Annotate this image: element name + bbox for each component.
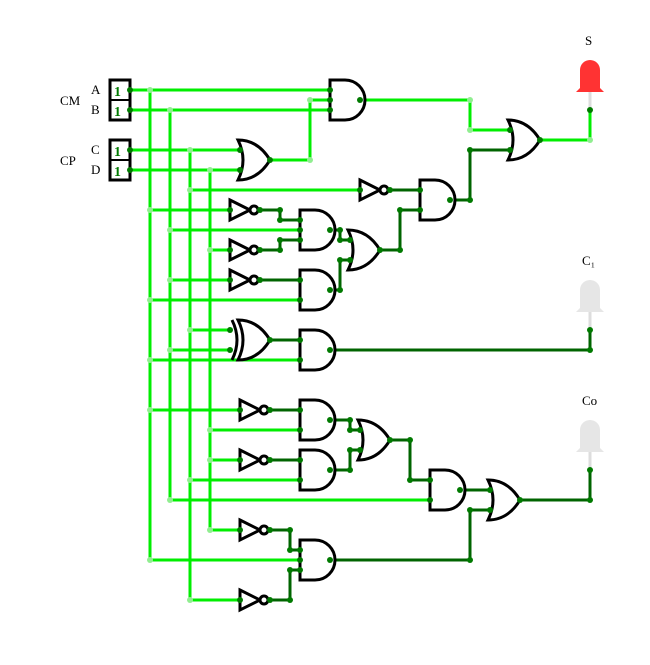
gates: [228, 78, 542, 613]
or-gate[interactable]: [355, 418, 392, 462]
or-gate[interactable]: [505, 118, 542, 162]
output-label-c1: C₁: [582, 253, 595, 268]
output-label-co: Co: [582, 393, 597, 408]
or-gate[interactable]: [235, 138, 272, 182]
and-gate[interactable]: [428, 468, 467, 512]
not-gate[interactable]: [238, 517, 270, 543]
and-gate[interactable]: [298, 398, 337, 442]
not-gate[interactable]: [238, 397, 270, 423]
wire-joints: [147, 87, 593, 603]
and-gate[interactable]: [298, 268, 337, 312]
not-gate[interactable]: [238, 447, 270, 473]
input-label-c: C: [91, 142, 100, 157]
input-switch-group-cm: CM A B 1 1: [60, 78, 132, 122]
led-co-icon: [576, 420, 604, 452]
and-gate[interactable]: [298, 208, 337, 252]
led-c1-icon: [576, 280, 604, 312]
output-label-s: S: [585, 33, 592, 48]
input-switch-c[interactable]: 1: [114, 145, 121, 160]
not-gate[interactable]: [228, 237, 260, 263]
or-gate[interactable]: [485, 478, 522, 522]
input-label-b: B: [91, 102, 100, 117]
not-gate[interactable]: [228, 267, 260, 293]
and-gate[interactable]: [298, 448, 337, 492]
led-s-icon: [576, 60, 604, 92]
not-gate[interactable]: [228, 197, 260, 223]
xor-gate[interactable]: [230, 318, 272, 362]
not-gate[interactable]: [238, 587, 270, 613]
input-label-d: D: [91, 162, 100, 177]
and-gate[interactable]: [328, 78, 367, 122]
input-switch-a[interactable]: 1: [114, 85, 121, 100]
input-buses: [148, 90, 212, 600]
input-switch-d[interactable]: 1: [114, 165, 121, 180]
output-led-s: S: [576, 33, 604, 110]
or-gate[interactable]: [345, 228, 382, 272]
group-label-cm: CM: [60, 93, 81, 108]
input-switch-b[interactable]: 1: [114, 105, 121, 120]
and-gate[interactable]: [298, 538, 337, 582]
pins: [127, 87, 593, 603]
and-gate[interactable]: [298, 328, 337, 372]
input-label-a: A: [91, 82, 101, 97]
high-wires: [130, 88, 592, 602]
and-gate[interactable]: [418, 178, 457, 222]
input-switch-group-cp: CP C D 1 1: [60, 138, 132, 182]
output-led-co: Co: [576, 393, 604, 470]
not-gate[interactable]: [358, 177, 390, 203]
group-label-cp: CP: [60, 153, 76, 168]
output-led-c1: C₁: [576, 253, 604, 330]
